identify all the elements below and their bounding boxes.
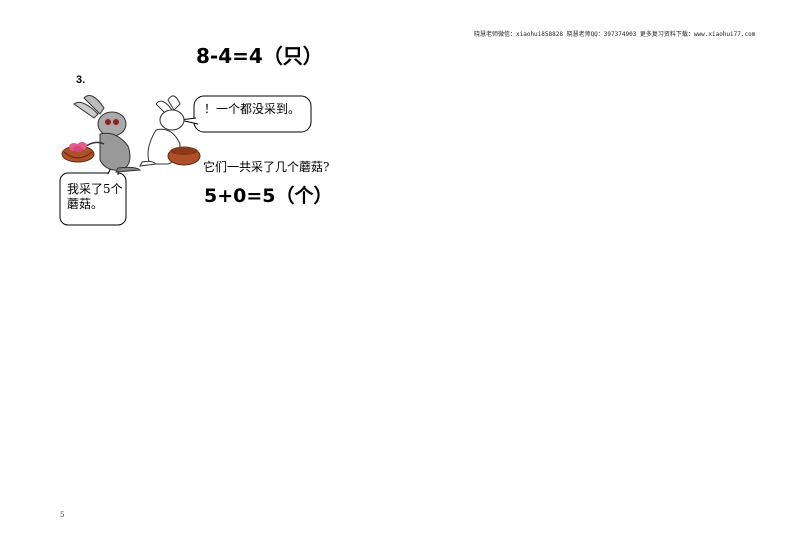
left-basket [61, 142, 95, 163]
answer-equation-bottom: 5+0=5（个） [204, 185, 333, 207]
question-text: 它们一共采了几个蘑菇? [203, 160, 330, 174]
page-header: 晓慧老师微信：xiaohui858828 晓慧老师QQ：397374903 更多… [474, 31, 756, 38]
right-basket [167, 146, 201, 166]
rabbits-illustration [59, 95, 312, 226]
speech-text-right: ！一个都没采到。 [204, 102, 301, 116]
answer-equation-top: 8-4=4（只） [196, 44, 323, 68]
question-number: 3. [76, 74, 86, 86]
left-rabbit [73, 95, 142, 173]
page-number: 5 [60, 511, 65, 519]
speech-text-left: 我采了5个蘑菇。 [67, 182, 123, 211]
speech-bubble-right [179, 95, 312, 133]
